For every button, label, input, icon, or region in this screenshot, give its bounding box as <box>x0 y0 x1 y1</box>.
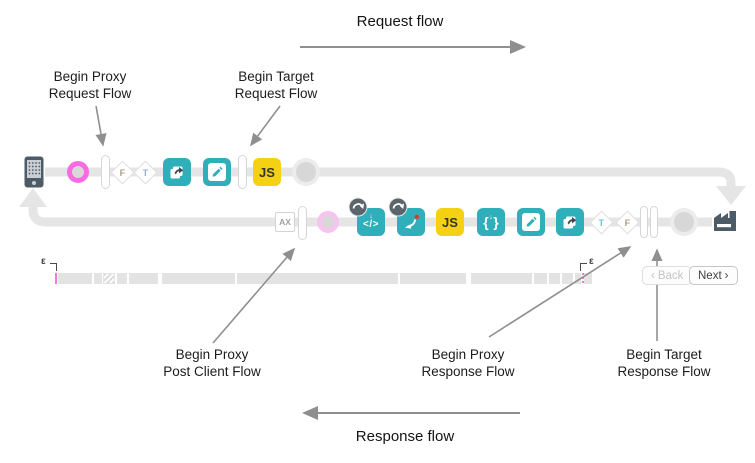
analytics-node[interactable]: AX <box>275 212 295 232</box>
next-button[interactable]: Next › <box>689 266 738 285</box>
javascript-policy-node[interactable]: JS <box>436 208 464 236</box>
service-callout-icon <box>563 216 577 229</box>
target-server-node[interactable] <box>712 207 738 238</box>
begin-target-response-flow-marker[interactable] <box>650 206 658 238</box>
javascript-policy-node[interactable]: JS <box>253 158 281 186</box>
back-chevron-icon: ‹ <box>651 269 655 282</box>
post-client-ring[interactable] <box>317 211 339 233</box>
label-begin-proxy-request-flow: Begin Proxy Request Flow <box>48 69 132 101</box>
label-begin-target-response-flow: Begin Target Response Flow <box>617 347 711 379</box>
phone-icon <box>24 156 44 188</box>
extract-variables-policy-node[interactable]: { ↓ } <box>477 208 505 236</box>
request-row-endcap[interactable] <box>296 162 316 182</box>
timeline-segment <box>129 273 158 284</box>
target-request-pointer <box>250 105 281 147</box>
js-icon: JS <box>442 214 458 230</box>
client-device-node[interactable] <box>24 156 44 193</box>
back-button[interactable]: ‹ Back <box>642 266 693 285</box>
request-flow-line <box>45 167 736 186</box>
timeline-segment <box>562 273 573 284</box>
timeline-segment <box>237 273 398 284</box>
begin-proxy-request-flow-marker[interactable] <box>101 155 110 189</box>
callout-policy-node[interactable] <box>163 158 191 186</box>
pencil-icon <box>526 216 537 227</box>
epsilon-right-marker: ε <box>589 256 594 267</box>
timeline-segment <box>94 273 102 284</box>
label-begin-proxy-response-flow: Begin Proxy Response Flow <box>421 347 515 379</box>
right-corner-bracket <box>580 263 587 271</box>
proxy-endpoint-ring[interactable] <box>67 161 89 183</box>
down-arrowhead-icon <box>716 186 746 205</box>
timeline-segment <box>400 273 466 284</box>
code-icon: ↓ </> <box>363 213 379 230</box>
timeline-segment <box>58 273 92 284</box>
factory-icon <box>714 211 736 231</box>
response-flow-title: Response flow <box>355 428 455 445</box>
timeline-segment <box>584 273 592 284</box>
assign-message-policy-node[interactable] <box>517 208 545 236</box>
timeline-segment <box>534 273 547 284</box>
begin-target-request-flow-marker[interactable] <box>238 155 247 189</box>
label-begin-target-request-flow: Begin Target Request Flow <box>234 69 318 101</box>
post-client-pointer <box>212 247 296 344</box>
timeline-segment <box>162 273 235 284</box>
timeline-segment <box>575 273 581 284</box>
timeline-start-tick <box>55 273 57 284</box>
left-corner-bracket <box>50 263 57 271</box>
up-arrowhead-icon <box>19 188 47 207</box>
timeline-segment-hatched <box>103 273 115 284</box>
begin-proxy-response-flow-marker[interactable] <box>640 206 648 238</box>
timeline-segment <box>117 273 127 284</box>
proxy-request-pointer <box>95 105 107 147</box>
loop-badge-icon <box>348 197 368 217</box>
ax-icon: AX <box>279 217 291 227</box>
epsilon-left-marker: ε <box>41 256 46 267</box>
timeline-segment <box>549 273 560 284</box>
pencil-icon <box>212 166 223 177</box>
assign-message-policy-node[interactable] <box>203 158 231 186</box>
proxy-response-pointer <box>488 246 632 338</box>
response-row-endcap[interactable] <box>674 212 694 232</box>
next-chevron-icon: › <box>724 269 729 282</box>
braces-icon: { ↓ } <box>483 214 499 230</box>
timeline-segment <box>471 273 532 284</box>
label-begin-proxy-post-client-flow: Begin Proxy Post Client Flow <box>163 347 261 379</box>
callout-policy-node[interactable] <box>556 208 584 236</box>
loop-badge-icon <box>388 197 408 217</box>
xml-to-json-policy-node[interactable]: ↓ </> <box>357 208 385 236</box>
curve-arrow-icon <box>404 214 419 229</box>
service-callout-icon <box>170 166 184 179</box>
begin-proxy-post-client-flow-marker[interactable] <box>298 206 307 240</box>
request-flow-title: Request flow <box>356 13 444 30</box>
js-icon: JS <box>259 164 275 180</box>
response-flow-line <box>28 206 712 227</box>
timeline-end-tick <box>582 273 584 284</box>
